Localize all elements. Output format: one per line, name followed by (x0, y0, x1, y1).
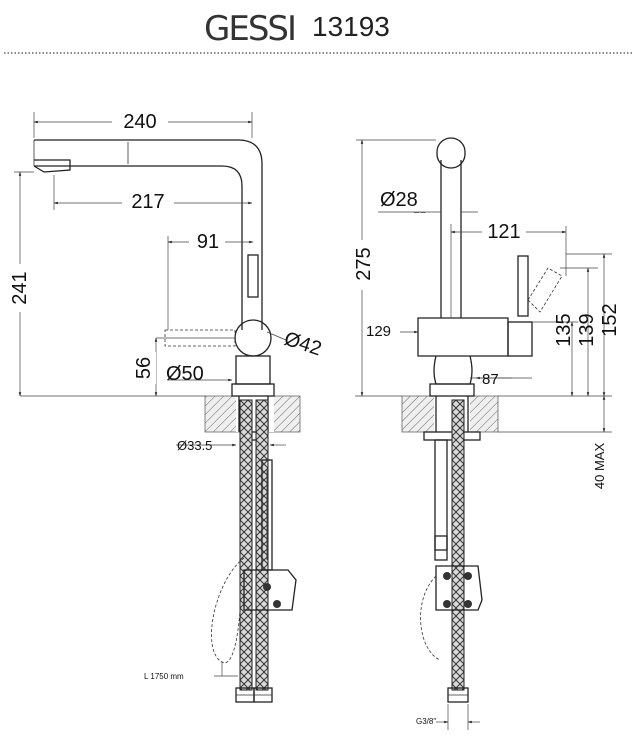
logo-text: GESSI (204, 9, 295, 49)
model-number: 13193 (312, 11, 390, 42)
side-view-faucet (33, 139, 297, 703)
hose-length: L 1750 mm (144, 672, 184, 681)
countertop-right (401, 395, 499, 433)
dim-spout-diameter: Ø28 (380, 189, 418, 211)
dim-h139: 139 (576, 313, 598, 346)
connection-thread: G3/8" (416, 717, 436, 726)
dim-handle-depth: 87 (482, 371, 499, 388)
dim-h152: 152 (599, 303, 621, 336)
dim-base-height: 56 (133, 357, 155, 379)
dim-body-width: 129 (366, 323, 391, 340)
side-view-dimensions: 240 217 91 241 Ø42 56 Ø50 Ø33.5 L 1750 m… (4, 110, 324, 681)
dim-front-height: 275 (353, 247, 375, 280)
dim-body-diameter: Ø42 (281, 328, 324, 361)
dim-handle-reach: 121 (487, 221, 520, 243)
gessi-logo: GESSI (204, 9, 297, 49)
dim-max-thickness: 40 MAX (592, 443, 607, 490)
supply-hose-left-1 (239, 399, 253, 691)
svg-text:— —: — — (414, 210, 425, 216)
dim-handle-offset: 91 (197, 231, 219, 253)
front-view-dimensions: 275 Ø28 — — 121 129 87 135 139 152 40 MA… (348, 139, 621, 730)
dim-base-diameter: Ø50 (166, 363, 204, 385)
front-view-faucet (417, 137, 563, 703)
supply-hose-right-1 (451, 399, 465, 691)
header: GESSI 13193 (4, 9, 632, 54)
dim-total-height: 241 (9, 271, 31, 304)
dim-spout-reach: 240 (123, 111, 156, 133)
dim-h135: 135 (553, 313, 575, 346)
dim-spout-inner: 217 (131, 191, 164, 213)
dim-hole-diameter: Ø33.5 (177, 438, 212, 453)
